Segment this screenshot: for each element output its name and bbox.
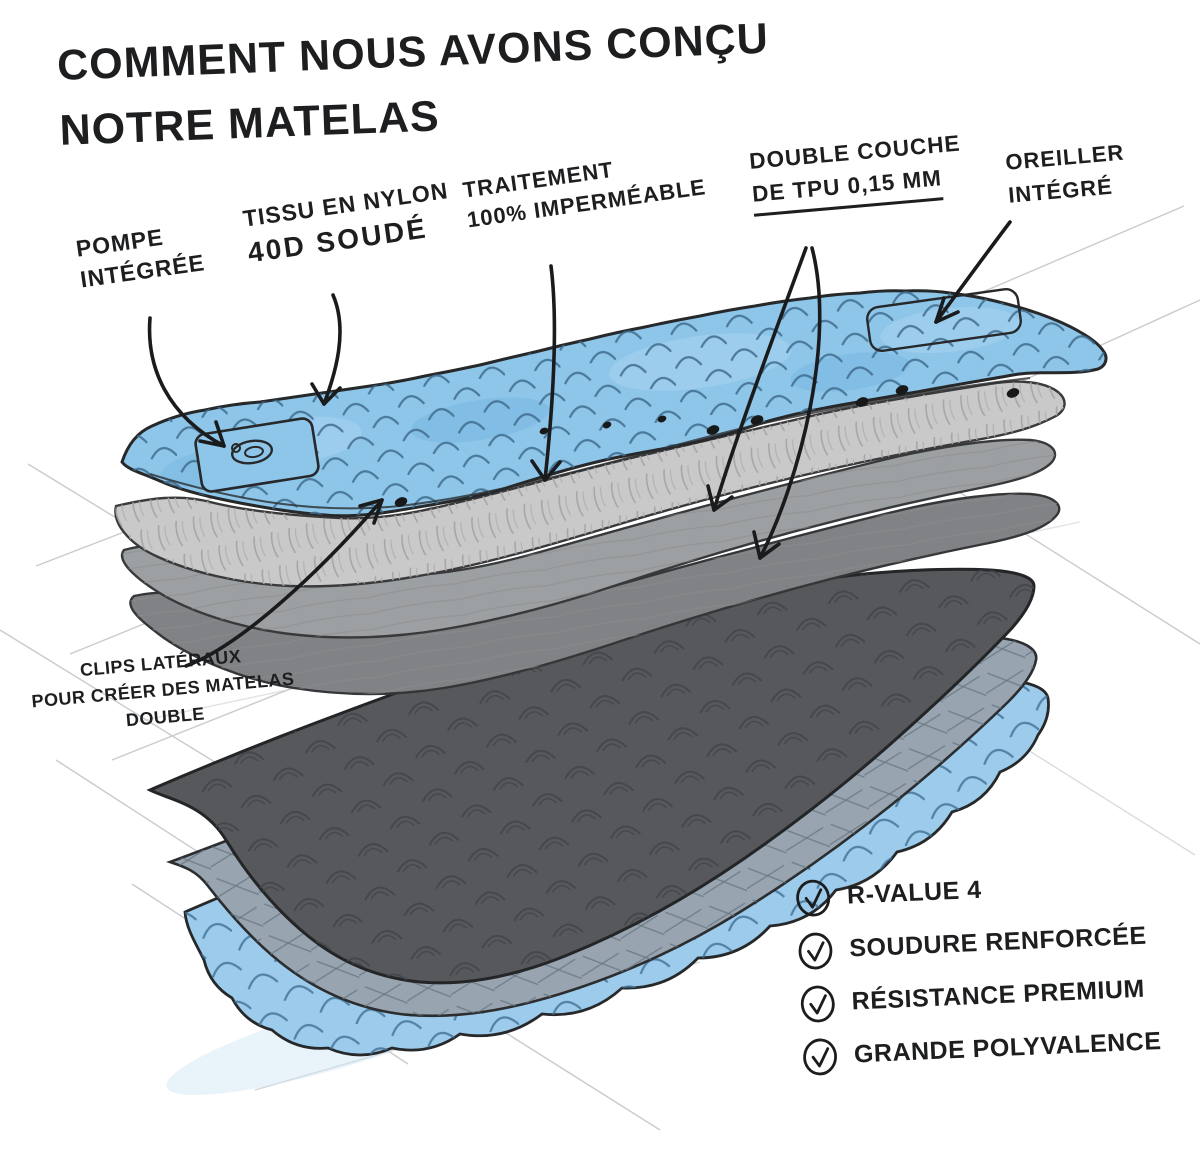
checklist-item: SOUDURE RENFORCÉE: [794, 909, 1158, 978]
checklist-item-label: SOUDURE RENFORCÉE: [848, 921, 1148, 963]
checklist-item-label: R-VALUE 4: [846, 875, 983, 910]
arrow-double-couche-1: [706, 246, 808, 512]
tpu-layer-2-texture: [130, 493, 1060, 694]
page-title: COMMENT NOUS AVONS CONÇU NOTRE MATELAS: [56, 7, 772, 163]
arrow-double-couche-2: [752, 246, 822, 560]
upper-layer-stack: [114, 380, 1066, 696]
check-circle-icon: [796, 879, 831, 916]
checklist-item-label: RÉSISTANCE PREMIUM: [851, 974, 1146, 1016]
check-circle-icon: [803, 1038, 837, 1075]
arrow-traitement: [530, 264, 562, 482]
checklist-item-label: GRANDE POLYVALENCE: [853, 1026, 1162, 1069]
checklist-item: RÉSISTANCE PREMIUM: [797, 962, 1161, 1031]
top-mattress-bubble-texture: [122, 290, 1106, 516]
top-mattress-edge-seam: [149, 377, 1031, 510]
arrow-pompe: [147, 316, 226, 448]
checklist-item: GRANDE POLYVALENCE: [799, 1015, 1163, 1084]
arrow-tissu: [310, 293, 342, 406]
feature-checklist: R-VALUE 4 SOUDURE RENFORCÉE RÉSISTANCE P…: [792, 856, 1163, 1084]
side-clip-dots: [394, 385, 1020, 507]
bottom-dark-layer-texture: [150, 569, 1034, 983]
bottom-mattress-stack: [146, 567, 1050, 1096]
arrow-clips: [184, 498, 384, 668]
annotation-arrows: [147, 220, 1012, 668]
top-mattress: [120, 287, 1108, 518]
tpu-layer-1-texture: [122, 439, 1056, 638]
check-circle-icon: [798, 932, 833, 969]
label-oreiller-integre: OREILLER INTÉGRÉ: [1004, 136, 1129, 212]
checklist-item: R-VALUE 4: [792, 856, 1156, 925]
check-circle-icon: [800, 985, 835, 1022]
pillow-outline: [866, 287, 1022, 353]
pump: [194, 417, 320, 493]
pump-valve: [230, 439, 274, 465]
arrow-oreiller: [934, 220, 1012, 324]
